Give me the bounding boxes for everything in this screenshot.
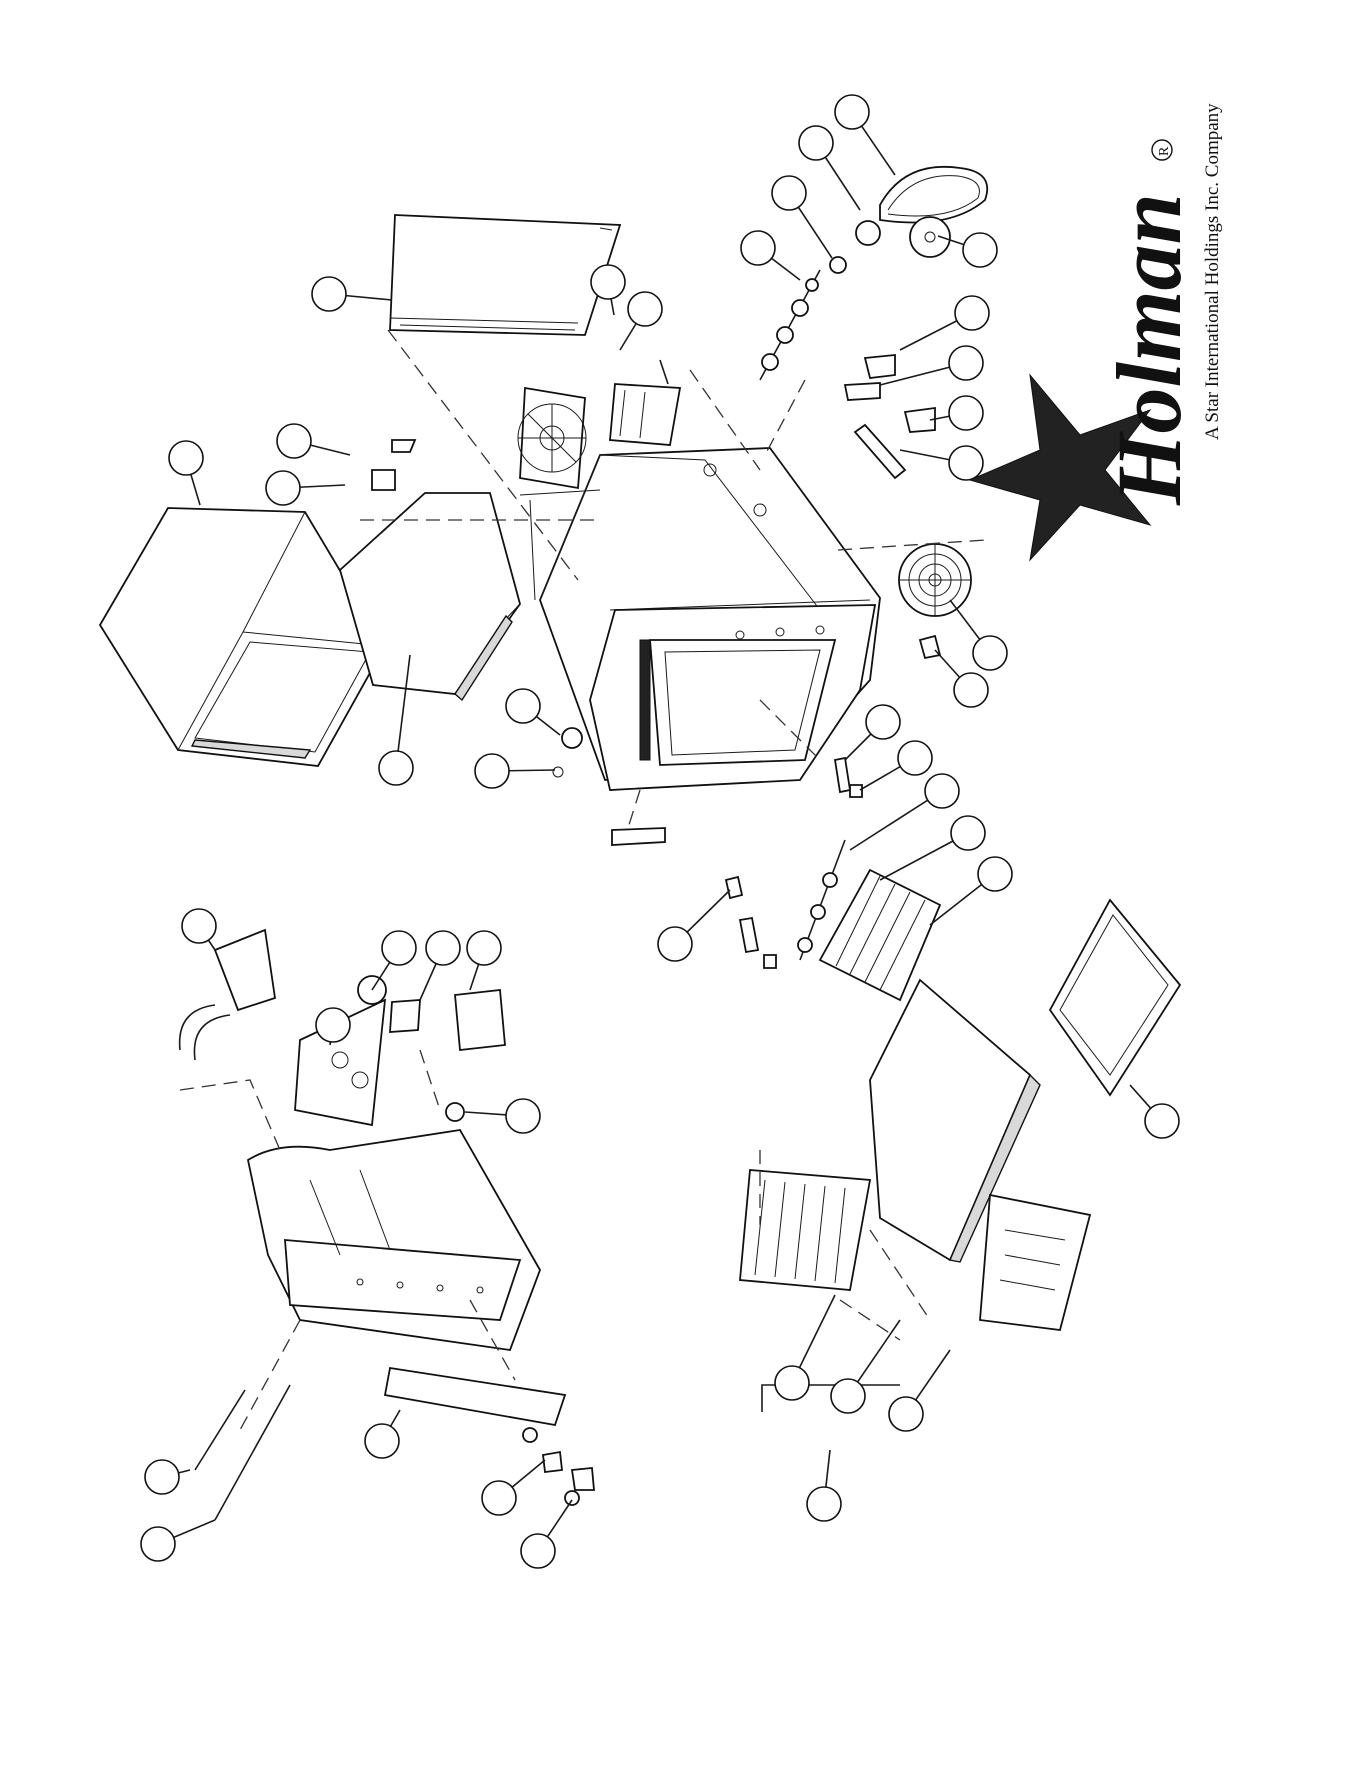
pilot-light bbox=[446, 1103, 464, 1121]
callout-bubble-40 bbox=[141, 1527, 175, 1561]
front-louver-panel bbox=[980, 1195, 1090, 1330]
fan-guard bbox=[899, 544, 971, 616]
registered-mark: R bbox=[1157, 146, 1172, 156]
hi-limit-switch bbox=[372, 440, 415, 490]
callout-bubble-14 bbox=[277, 424, 311, 458]
callout-bubble-12 bbox=[949, 446, 983, 480]
outer-cover bbox=[100, 508, 385, 766]
callout-bubble-10 bbox=[949, 346, 983, 380]
callout-bubble-21 bbox=[866, 705, 900, 739]
sliding-rack bbox=[1050, 900, 1180, 1095]
callout-bubble-42 bbox=[521, 1534, 555, 1568]
holman-logo: Holman A Star International Holdings Inc… bbox=[970, 103, 1223, 560]
callout-bubble-8 bbox=[963, 233, 997, 267]
cooling-fan bbox=[518, 388, 586, 488]
callout-bubble-39 bbox=[145, 1460, 179, 1494]
top-plate bbox=[390, 215, 620, 335]
drive-shaft-upper bbox=[760, 270, 820, 380]
callout-bubble-6 bbox=[591, 265, 625, 299]
callout-bubble-17 bbox=[954, 673, 988, 707]
callout-bubble-22 bbox=[898, 741, 932, 775]
callout-bubble-5 bbox=[312, 277, 346, 311]
terminal-block-lower bbox=[612, 828, 665, 845]
callout-bubble-15 bbox=[266, 471, 300, 505]
callout-bubble-11 bbox=[949, 396, 983, 430]
wire-rack-lower bbox=[740, 1170, 870, 1290]
callout-bubble-31 bbox=[316, 1008, 350, 1042]
callout-bubble-38 bbox=[365, 1424, 399, 1458]
brackets-and-terminals bbox=[845, 355, 935, 478]
callout-bubble-33 bbox=[1145, 1104, 1179, 1138]
callout-bubble-30 bbox=[467, 931, 501, 965]
callout-bubble-24 bbox=[951, 816, 985, 850]
callout-bubble-20 bbox=[475, 754, 509, 788]
logo-brand: Holman bbox=[1098, 193, 1200, 506]
small-fitting bbox=[920, 636, 940, 658]
callout-bubble-35 bbox=[831, 1379, 865, 1413]
callout-bubble-2 bbox=[799, 126, 833, 160]
heating-element bbox=[180, 930, 275, 1060]
probe-rods bbox=[195, 1385, 290, 1520]
logo-tagline: A Star International Holdings Inc. Compa… bbox=[1202, 103, 1223, 440]
control-housing bbox=[248, 1130, 540, 1350]
callout-bubble-41 bbox=[482, 1481, 516, 1515]
callout-bubble-37 bbox=[807, 1487, 841, 1521]
callout-bubble-18 bbox=[506, 689, 540, 723]
callout-bubble-32 bbox=[506, 1099, 540, 1133]
control-faceplate bbox=[385, 1368, 565, 1425]
callout-bubble-7 bbox=[628, 292, 662, 326]
callout-bubble-16 bbox=[973, 636, 1007, 670]
callout-bubble-9 bbox=[955, 296, 989, 330]
callout-bubble-4 bbox=[741, 231, 775, 265]
conveyor-motor bbox=[610, 360, 680, 445]
callout-bubble-25 bbox=[978, 857, 1012, 891]
chain-and-sprockets bbox=[830, 167, 987, 273]
callout-bubble-23 bbox=[925, 774, 959, 808]
callout-bubble-36 bbox=[889, 1397, 923, 1431]
callout-bubble-3 bbox=[772, 176, 806, 210]
callout-bubble-1 bbox=[835, 95, 869, 129]
callout-bubble-28 bbox=[382, 931, 416, 965]
callout-bubble-27 bbox=[182, 909, 216, 943]
conveyor-belt bbox=[820, 870, 940, 1000]
control-knobs bbox=[523, 1428, 594, 1505]
callout-bubble-19 bbox=[379, 751, 413, 785]
callout-bubble-13 bbox=[169, 441, 203, 475]
thermostat-upper bbox=[553, 728, 582, 777]
callout-bubble-26 bbox=[658, 927, 692, 961]
callout-bubble-29 bbox=[426, 931, 460, 965]
callout-bubble-34 bbox=[775, 1366, 809, 1400]
